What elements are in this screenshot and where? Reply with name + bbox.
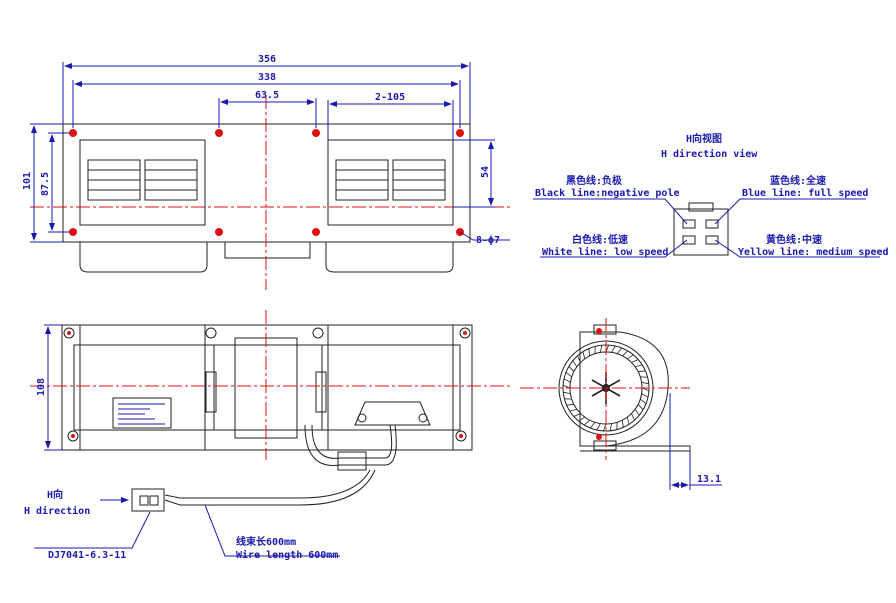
impeller-blade <box>634 408 640 416</box>
impeller-blade <box>611 345 616 353</box>
front-housing-outline <box>61 324 473 451</box>
front-view: 108 H向 H direction DJ7041-6.3-11 线束长600m… <box>24 310 510 561</box>
side-view: 13.1 <box>520 318 722 490</box>
impeller-blade <box>573 413 581 417</box>
impeller-blade <box>641 382 649 385</box>
impeller-blade <box>577 355 581 363</box>
impeller-blade <box>582 351 586 360</box>
dim-front-height: 108 <box>36 378 47 396</box>
left-outlet <box>79 139 206 226</box>
impeller-blade <box>563 391 571 394</box>
h-view-title-cn: H向视图 <box>686 132 722 145</box>
motor-bracket <box>224 241 311 259</box>
left-louvers <box>87 159 198 201</box>
dim-side-offset: 13.1 <box>697 474 721 485</box>
motor-body <box>213 344 323 431</box>
connector-latch <box>688 202 714 212</box>
nameplate-text <box>118 403 165 425</box>
front-screws <box>63 327 471 442</box>
side-wheel-blades <box>562 344 650 432</box>
impeller-blade <box>641 393 649 398</box>
dim-outlet-height: 54 <box>480 166 491 178</box>
impeller-blade <box>621 420 624 428</box>
h-view-title-en: H direction view <box>661 148 758 160</box>
yellow-line-cn: 黄色线:中速 <box>766 233 822 246</box>
impeller-blade <box>626 354 634 360</box>
impeller-blade <box>596 423 601 431</box>
impeller-blade <box>568 365 575 372</box>
h-arrow-label-cn: H向 <box>47 488 63 501</box>
impeller-blade <box>569 408 578 412</box>
connector-model-label: DJ7041-6.3-11 <box>48 550 126 561</box>
wire-harness <box>164 424 397 506</box>
dim-outlet-width: 2-105 <box>375 92 405 103</box>
front-inner-frame <box>73 344 461 431</box>
nameplate <box>112 397 172 429</box>
right-scroll-bottom <box>325 242 454 273</box>
harness-connector <box>131 488 165 512</box>
connector-h-view: H向视图 H direction view 黑色线:负极 Black line:… <box>533 132 889 258</box>
impeller-blade <box>622 350 629 357</box>
top-view: 356 338 63.5 2-105 101 87.5 54 8-ϕ7 <box>22 54 510 290</box>
black-line-label: Black line:negative pole <box>535 187 680 199</box>
impeller-blade <box>600 345 603 353</box>
mounting-holes <box>69 129 464 236</box>
impeller-blade <box>588 348 591 356</box>
black-line-cn: 黑色线:负极 <box>566 174 623 187</box>
impeller-blade <box>638 370 646 373</box>
impeller-blade <box>631 359 639 363</box>
impeller-blade <box>609 423 612 431</box>
impeller-blade <box>616 347 623 355</box>
dim-hole-callout: 8-ϕ7 <box>476 235 500 246</box>
dim-inner-hole-spacing: 63.5 <box>255 90 279 101</box>
impeller-blade <box>634 364 643 368</box>
impeller-blade <box>603 423 607 432</box>
impeller-blade <box>572 360 578 368</box>
connector-body <box>673 208 729 256</box>
left-scroll-bottom <box>79 242 208 273</box>
impeller-blade <box>583 419 590 426</box>
impeller-blade <box>631 413 635 421</box>
impeller-blade <box>639 398 647 405</box>
impeller-blade <box>626 416 630 425</box>
right-louvers <box>335 159 446 201</box>
impeller-blade <box>589 421 596 429</box>
impeller-blade <box>578 416 586 422</box>
dim-width: 101 <box>22 172 33 190</box>
wire-length-cn: 线束长600mm <box>236 535 296 548</box>
impeller-blade <box>637 404 644 411</box>
h-direction-label: H direction <box>24 505 90 517</box>
white-line-label: White line: low speed <box>542 246 668 258</box>
connector-pins <box>682 219 719 245</box>
dim-hole-width: 87.5 <box>40 172 51 196</box>
wire-length-label: Wire length 600mm <box>236 549 338 561</box>
white-line-cn: 白色线:低速 <box>572 233 628 246</box>
yellow-line-label: Yellow line: medium speed <box>738 246 889 258</box>
blue-line-label: Blue line: full speed <box>742 187 868 199</box>
impeller-blade <box>565 371 573 378</box>
impeller-blade <box>563 378 571 383</box>
blue-line-cn: 蓝色线:全速 <box>770 174 826 187</box>
right-outlet <box>327 139 454 226</box>
dim-overall-length: 356 <box>258 54 276 65</box>
wire-bracket <box>354 401 431 426</box>
dim-hole-spacing: 338 <box>258 72 276 83</box>
impeller-blade <box>566 403 574 406</box>
